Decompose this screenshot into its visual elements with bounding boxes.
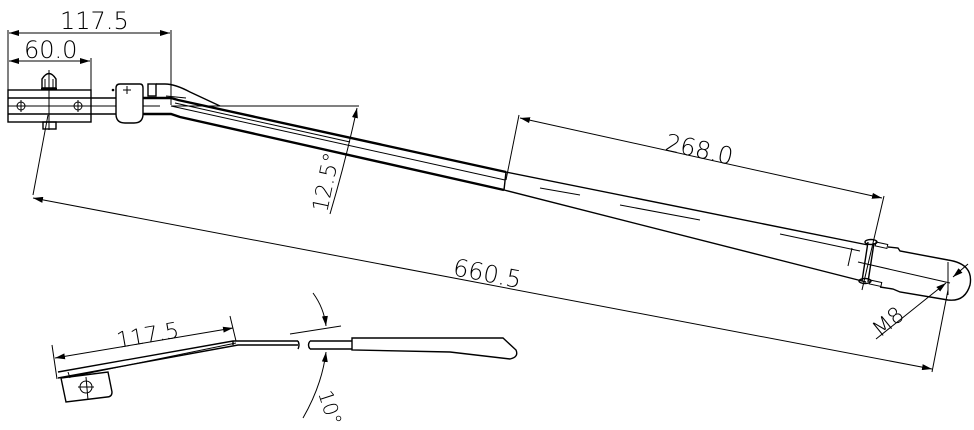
dimension-total-length: 660.5 bbox=[32, 196, 949, 373]
dim-label-117-5: 117.5 bbox=[60, 7, 129, 35]
bolt-head-icon bbox=[41, 72, 57, 89]
arm-clamp bbox=[111, 83, 221, 124]
dimension-overall-mount-width: 117.5 bbox=[7, 7, 172, 118]
arm-rod bbox=[143, 96, 507, 192]
dim-label-10-deg: 10° bbox=[313, 387, 347, 428]
dim-label-side-117-5: 117.5 bbox=[115, 318, 181, 354]
dim-label-60-0: 60.0 bbox=[24, 36, 77, 64]
mounting-bracket bbox=[7, 70, 171, 196]
dimension-mount-plate-width: 60.0 bbox=[9, 36, 92, 118]
dim-label-12-5-deg: 12.5° bbox=[308, 150, 345, 214]
main-view: 117.5 60.0 bbox=[7, 7, 972, 373]
dimension-blade-section-length: 268.0 bbox=[505, 114, 885, 291]
dim-label-m8: M8 bbox=[868, 302, 909, 342]
dim-label-660-5: 660.5 bbox=[451, 253, 524, 294]
arm-blade-section bbox=[503, 171, 972, 301]
dim-label-268-0: 268.0 bbox=[663, 129, 736, 171]
side-view: 117.5 10° bbox=[51, 292, 518, 428]
